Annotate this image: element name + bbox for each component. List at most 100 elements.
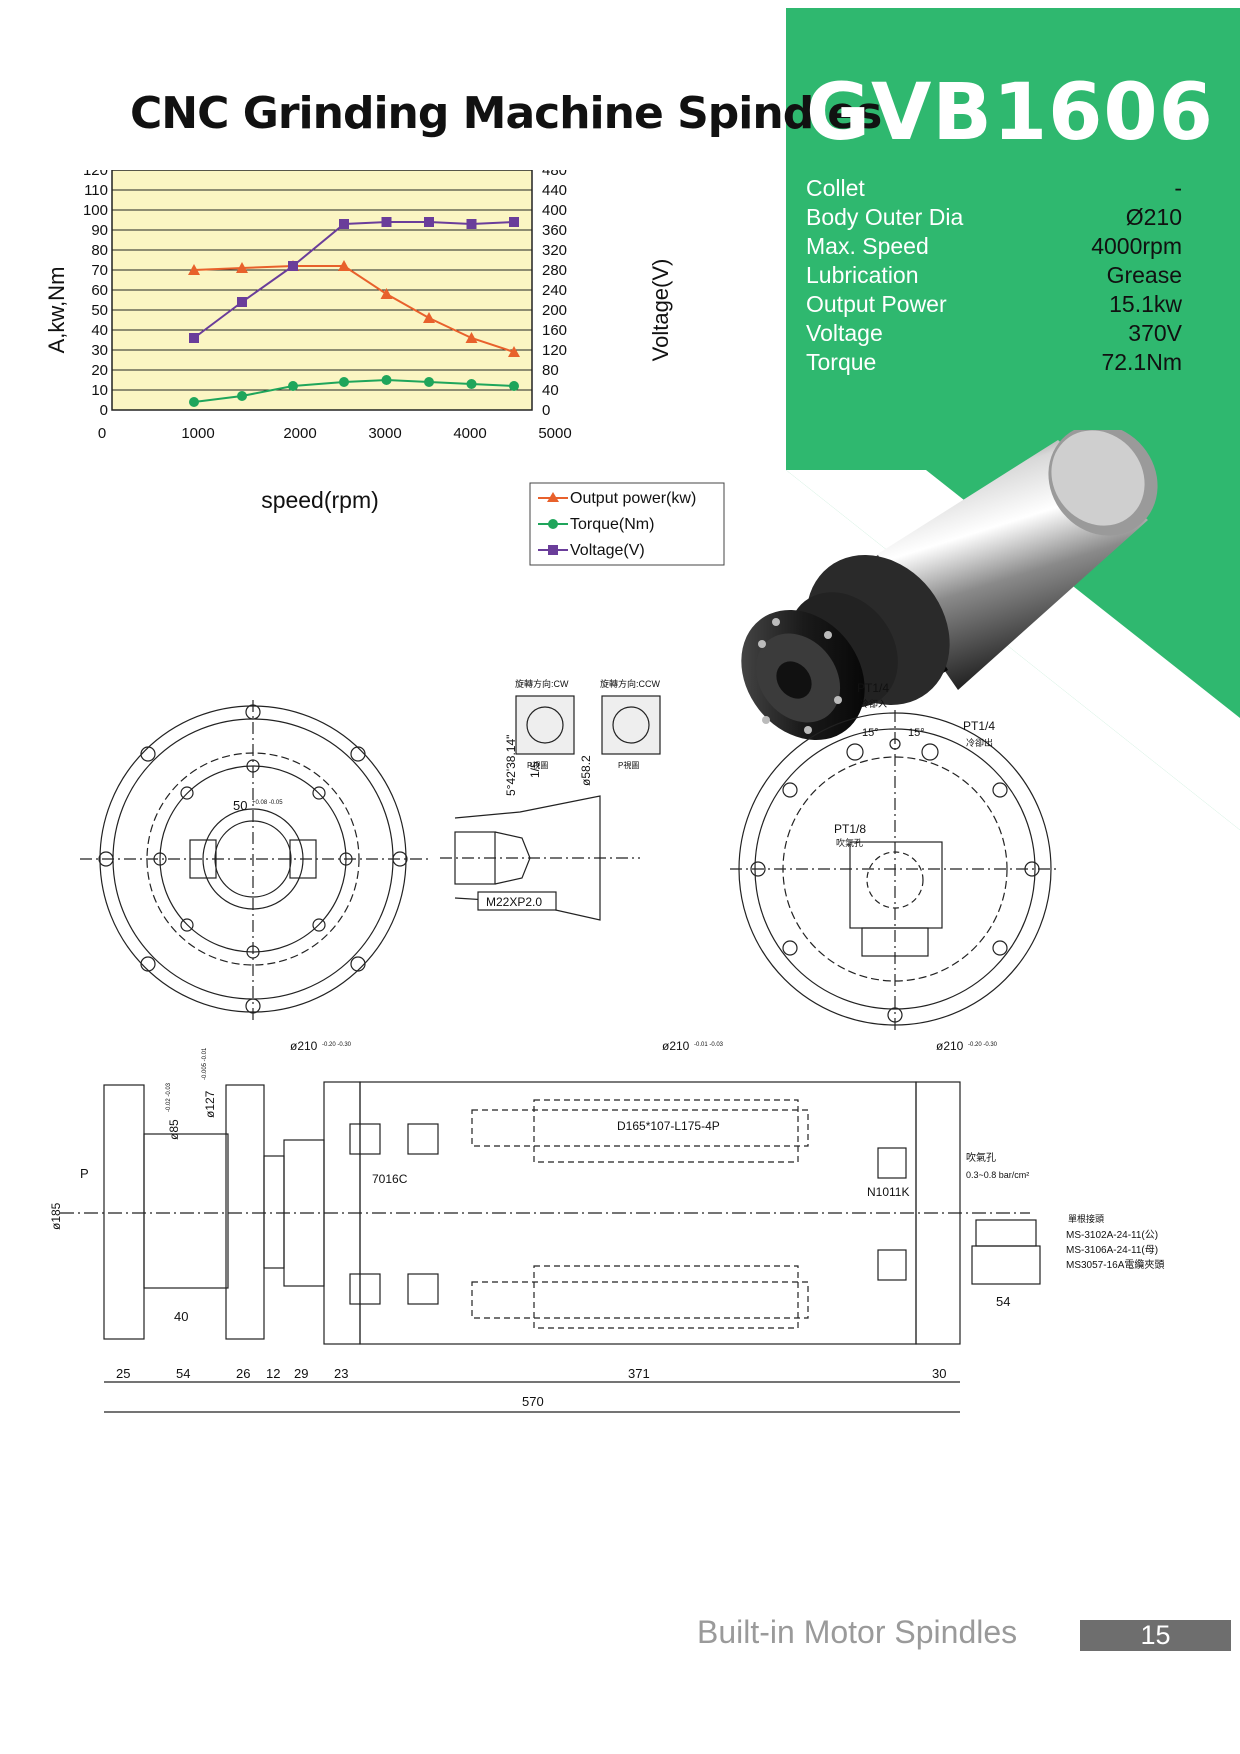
chart-y-tick: 40	[91, 322, 108, 339]
chart-x-tick: 2000	[283, 425, 316, 442]
chart-point-voltage	[237, 297, 247, 307]
legend-voltage-marker	[548, 545, 558, 555]
air-hole-rear-label: 吹氣孔	[966, 1151, 996, 1164]
pressure-label: 0.3~0.8 bar/cm²	[966, 1170, 1029, 1180]
chart-point-voltage	[288, 261, 298, 271]
chart-y2-tick: 480	[542, 170, 567, 179]
chart-point-voltage	[466, 219, 477, 229]
model-title: GVB1606	[806, 68, 1214, 158]
dim-570: 570	[522, 1394, 544, 1409]
chart-y-tick: 110	[84, 182, 108, 199]
motor-label: D165*107-L175-4P	[617, 1119, 720, 1133]
p-view-label-ccw: P視圖	[618, 761, 639, 770]
chart-y2-tick: 40	[542, 382, 559, 399]
spec-value: 72.1Nm	[1101, 349, 1182, 375]
spec-value: 370V	[1128, 320, 1182, 346]
page-number: 15	[1080, 1620, 1231, 1651]
tol210-right: -0.20 -0.30	[968, 1042, 998, 1048]
spec-label: Lubrication	[806, 262, 919, 288]
dim-40-label: 40	[174, 1309, 188, 1324]
tol127-label: -0.005 -0.01	[202, 1047, 208, 1080]
chart-point-torque	[189, 397, 199, 407]
chart-point-torque	[509, 381, 519, 391]
dim-30: 30	[932, 1366, 946, 1381]
chart-x-tick: 4000	[453, 425, 486, 442]
chart-y2-tick: 200	[542, 302, 567, 319]
chart-y2-tick: 80	[542, 362, 559, 379]
dim-54: 54	[176, 1366, 190, 1381]
spec-label: Voltage	[806, 320, 883, 346]
chart-y2-tick: 0	[542, 402, 550, 419]
chart-series-line	[193, 221, 515, 339]
angle-15-left: 15°	[862, 727, 879, 739]
taper-ratio-label: 1/5	[528, 761, 542, 778]
chart-point-torque	[237, 391, 247, 401]
dim-26: 26	[236, 1366, 250, 1381]
connector-title: 單根接頭	[1068, 1213, 1104, 1224]
chart-point-power	[338, 260, 350, 271]
chart-y-tick: 10	[91, 382, 108, 399]
chart-y2-tick: 440	[542, 182, 567, 199]
chart-y2-tick: 240	[542, 282, 567, 299]
legend-torque: Torque(Nm)	[570, 516, 654, 533]
rotation-cw-label: 旋轉方向:CW	[515, 678, 569, 689]
rotation-ccw-label: 旋轉方向:CCW	[600, 678, 660, 689]
spec-label: Body Outer Dia	[806, 204, 964, 230]
chart-point-torque	[424, 377, 434, 387]
chart-y-tick: 90	[91, 222, 108, 239]
rotation-cw-box	[515, 695, 575, 755]
page-title: CNC Grinding Machine Spindles	[130, 88, 882, 139]
spec-value: Grease	[1106, 262, 1182, 288]
chart-point-voltage	[189, 333, 199, 343]
legend-torque-marker	[548, 519, 558, 529]
chart-point-power	[380, 288, 393, 299]
chart-y2-tick: 280	[542, 262, 567, 279]
spec-row-lubrication: Lubrication Grease	[806, 261, 1182, 290]
tol210-left: -0.20 -0.30	[322, 1042, 352, 1048]
footer-text: Built-in Motor Spindles	[697, 1614, 1018, 1650]
dim-50-tol: +0.08 -0.05	[252, 800, 283, 806]
chart-point-voltage	[509, 217, 519, 227]
spec-label: Output Power	[806, 291, 947, 317]
chart-legend: Output power(kw) Torque(Nm) Voltage(V)	[529, 482, 725, 566]
dim-371: 371	[628, 1366, 650, 1381]
spec-row-output-power: Output Power 15.1kw	[806, 290, 1182, 319]
coolant-in-label: 冷卻入	[860, 698, 887, 709]
spec-label: Max. Speed	[806, 233, 929, 259]
chart-point-voltage	[339, 219, 349, 229]
chart-y2-tick: 400	[542, 202, 567, 219]
chart-point-power	[508, 346, 520, 357]
chart-point-voltage	[381, 217, 392, 227]
chart-y-tick: 120	[83, 170, 108, 179]
chart-x-tick: 1000	[181, 425, 214, 442]
connector-1: MS-3102A-24-11(公)	[1066, 1230, 1158, 1241]
chart-y-tick: 70	[91, 262, 108, 279]
rear-view-drawing: PT1/4 冷卻入 PT1/4 冷卻出 15° 15° PT1/8 吹氣孔	[730, 681, 1060, 1030]
chart-y-tick: 100	[83, 202, 108, 219]
dim-23: 23	[334, 1366, 348, 1381]
dim-50-label: 50	[233, 798, 247, 813]
thread-label: M22XP2.0	[486, 895, 542, 909]
dia-58-label: ø58.2	[579, 755, 593, 786]
dia127-label: ø127	[203, 1090, 217, 1118]
side-section-drawing: ø210 -0.20 -0.30 ø210 -0.01 -0.03 ø210 -…	[49, 1039, 1164, 1413]
front-view-drawing: 50 +0.08 -0.05	[80, 700, 430, 1020]
chart-y2-tick: 160	[542, 322, 567, 339]
chart-point-power	[423, 312, 435, 323]
chart-xlabel: speed(rpm)	[261, 487, 379, 513]
dia210-left: ø210	[290, 1039, 318, 1053]
spec-row-body-dia: Body Outer Dia Ø210	[806, 203, 1182, 232]
spec-value: Ø210	[1125, 204, 1182, 230]
spec-row-voltage: Voltage 370V	[806, 319, 1182, 348]
chart-point-torque	[381, 375, 392, 385]
spec-value: 15.1kw	[1109, 291, 1182, 317]
tol210-mid: -0.01 -0.03	[694, 1042, 724, 1048]
bearing-rear-label: N1011K	[867, 1185, 909, 1199]
chart-series-line	[193, 378, 515, 403]
rotation-ccw-box	[601, 695, 661, 755]
chart-x-tick: 0	[98, 425, 106, 442]
taper-detail-drawing: 5°42'38.14" 1/5 ø58.2 M22XP2.0	[440, 735, 640, 921]
dia85-label: ø85	[167, 1119, 181, 1140]
